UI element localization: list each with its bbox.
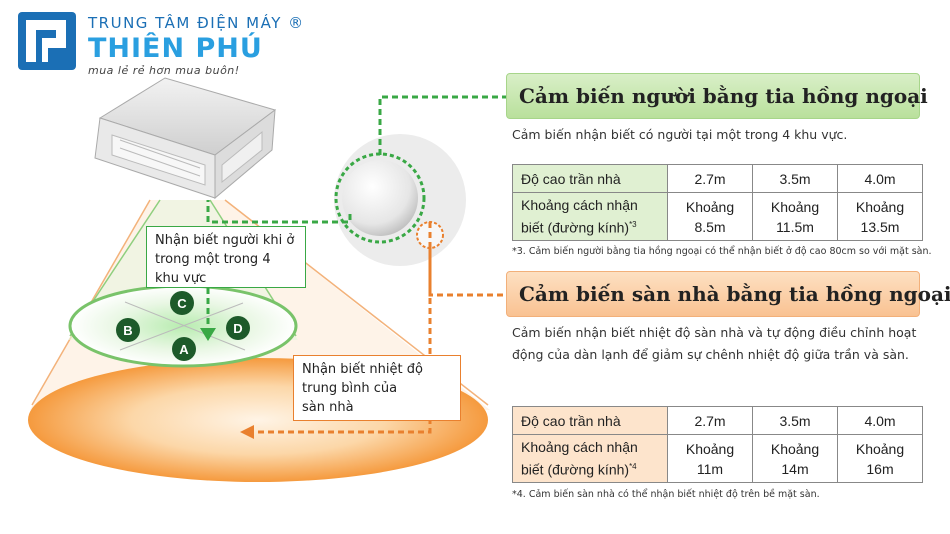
height-cell: 4.0m <box>837 164 923 193</box>
orange-connector <box>428 222 506 297</box>
floor-sensor-title: Cảm biến sàn nhà bằng tia hồng ngoại <box>506 271 950 317</box>
zone-c: C <box>170 291 194 315</box>
height-cell: 3.5m <box>752 164 838 193</box>
detection-distance-label: Khoảng cách nhận biết (đường kính)*3 <box>512 192 668 241</box>
brand-name: THIÊN PHÚ <box>88 33 263 64</box>
floor-sensor-description: Cảm biến nhận biết nhiệt độ sàn nhà và t… <box>512 325 917 362</box>
ac-cassette-unit <box>94 77 277 200</box>
human-sensor-title: Cảm biến người bằng tia hồng ngoại <box>506 73 928 119</box>
brand-top-line: TRUNG TÂM ĐIỆN MÁY ® <box>88 14 305 32</box>
brand-logo-icon <box>18 12 76 70</box>
human-sensor-note: *3. Cảm biến người bằng tia hồng ngoại c… <box>512 246 932 257</box>
floor-sensor-table: Độ cao trần nhà 2.7m 3.5m 4.0m Khoảng cá… <box>512 406 923 483</box>
height-cell: 3.5m <box>752 406 838 435</box>
detection-distance-label: Khoảng cách nhận biết (đường kính)*4 <box>512 434 668 483</box>
height-cell: 2.7m <box>667 406 753 435</box>
human-sensor-description: Cảm biến nhận biết có người tại một tron… <box>512 127 848 142</box>
human-sensor-table: Độ cao trần nhà 2.7m 3.5m 4.0m Khoảng cá… <box>512 164 923 241</box>
floor-detection-callout: Nhận biết nhiệt độ trung bình của sàn nh… <box>293 355 461 421</box>
zone-d: D <box>226 316 250 340</box>
ceiling-height-label: Độ cao trần nhà <box>512 164 668 193</box>
zone-a: A <box>172 337 196 361</box>
height-cell: 2.7m <box>667 164 753 193</box>
green-connector <box>378 95 506 155</box>
brand-slogan: mua lẻ rẻ hơn mua buôn! <box>88 64 240 77</box>
floor-sensor-note: *4. Cảm biến sàn nhà có thể nhận biết nh… <box>512 489 820 500</box>
human-detection-callout: Nhận biết người khi ở trong một trong 4 … <box>146 226 306 288</box>
ceiling-height-label: Độ cao trần nhà <box>512 406 668 435</box>
height-cell: 4.0m <box>837 406 923 435</box>
zone-b: B <box>116 318 140 342</box>
